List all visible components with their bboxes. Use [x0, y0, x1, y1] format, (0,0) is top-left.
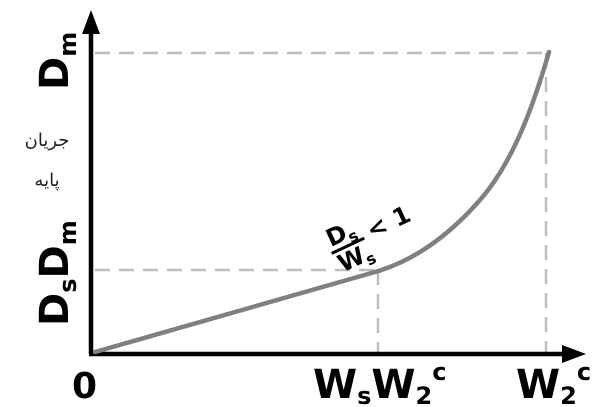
- y-tick-dm2-sub: m: [54, 220, 82, 245]
- y-axis-label-line1: جریان: [25, 130, 70, 151]
- svg-text:Dm: Dm: [32, 32, 82, 90]
- x-tick-end-sup: c: [577, 358, 591, 386]
- x-tick-w2c-main: W: [371, 362, 415, 407]
- baseflow-curve: [92, 49, 552, 355]
- x-tick-w2c-sup: c: [432, 358, 446, 386]
- ratio-relation: < 1: [362, 200, 415, 244]
- y-tick-dm-main: D: [32, 57, 78, 90]
- y-tick-dm: Dm: [32, 32, 82, 90]
- x-origin-label: 0: [72, 366, 97, 407]
- x-tick-ws-sub: s: [357, 382, 371, 407]
- y-axis-arrow: [82, 10, 100, 34]
- x-axis-arrow: [562, 345, 586, 363]
- y-tick-dm-sub: m: [54, 32, 82, 57]
- y-axis-label-line2: پایه: [34, 170, 59, 191]
- y-tick-dm2-main: D: [32, 245, 78, 278]
- svg-text:DsDm: DsDm: [32, 220, 82, 326]
- ratio-fraction-bar: [331, 236, 365, 255]
- y-tick-ds-dm: DsDm: [32, 220, 82, 326]
- x-tick-ws-w2c: WsW2c: [313, 358, 446, 407]
- x-tick-w2c-sub: 2: [416, 382, 433, 407]
- y-tick-ds-sub: s: [54, 279, 82, 293]
- x-tick-w2c-end: W2c: [516, 358, 591, 407]
- x-tick-ws-main: W: [313, 362, 357, 407]
- x-tick-end-sub: 2: [560, 382, 577, 407]
- x-tick-end-main: W: [516, 362, 560, 407]
- y-tick-ds-main: D: [32, 293, 78, 326]
- ratio-annotation: Ds Ws < 1: [322, 200, 415, 278]
